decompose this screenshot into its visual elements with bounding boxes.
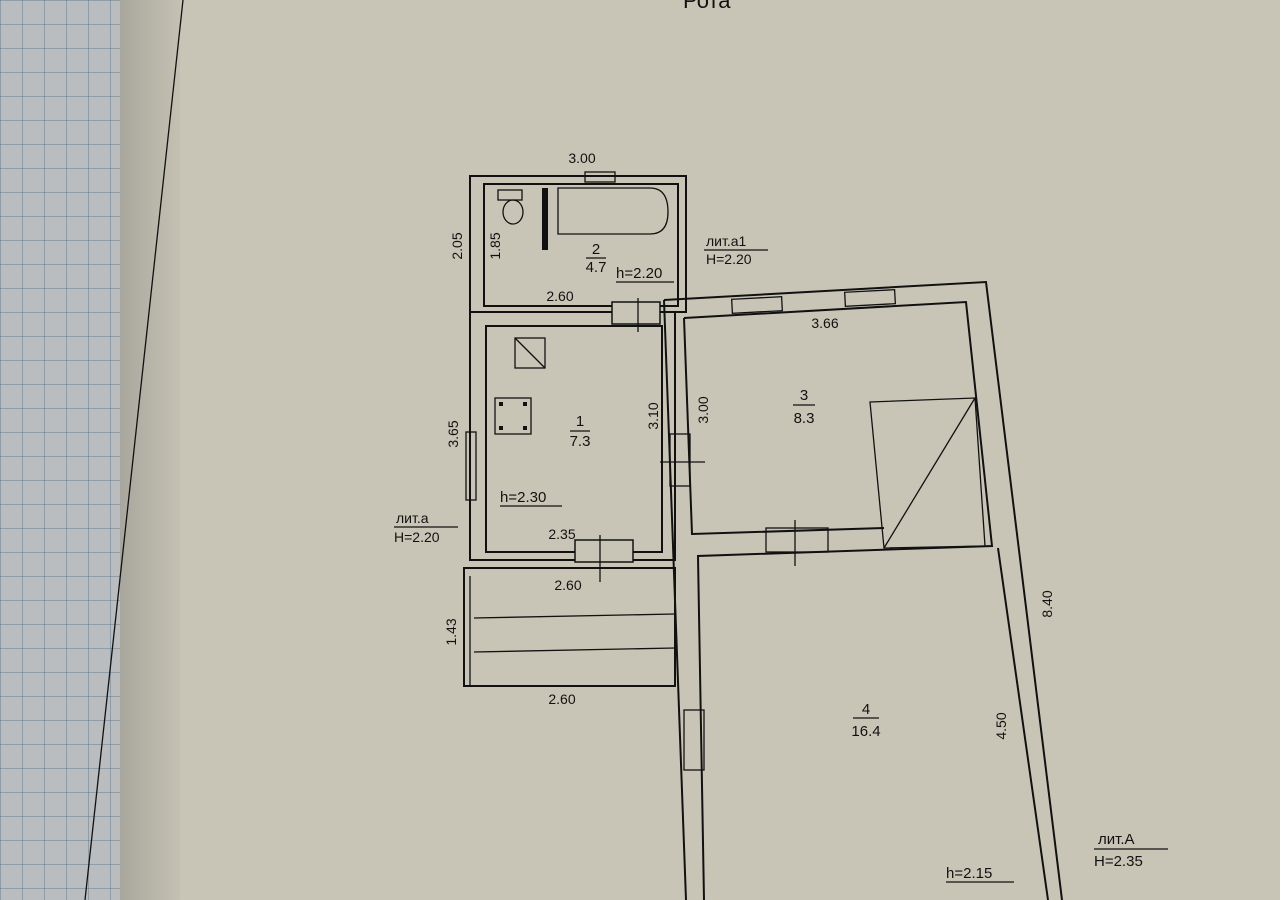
room4-right-wall	[997, 547, 1049, 900]
room-3-area: 8.3	[794, 410, 815, 427]
liter-a1-name: лит.а1	[706, 233, 747, 249]
room-4-height: h=2.15	[946, 865, 992, 882]
room3-inner-wall	[683, 317, 885, 536]
bath-window	[584, 171, 616, 183]
bathtub-icon	[557, 187, 669, 235]
room-2-number: 2	[592, 241, 600, 258]
liter-a1-note: лит.а1 H=2.20	[704, 233, 768, 267]
boiler-icon	[514, 337, 546, 369]
bath-door	[611, 301, 661, 325]
room4-window	[683, 709, 705, 771]
dim-room4-depth: 4.50	[993, 712, 1009, 739]
room-2-height: h=2.20	[616, 265, 662, 282]
header-title-fragment: Рота	[683, 0, 731, 13]
toilet-icon	[497, 189, 524, 225]
main-inner-wall	[683, 300, 994, 900]
dim-porch-width-top: 2.60	[554, 577, 581, 593]
door-room1-room3	[669, 433, 691, 487]
room-1-number: 1	[576, 413, 584, 430]
dim-room3-depth: 3.00	[695, 396, 711, 423]
liter-A-name: лит.А	[1098, 831, 1135, 848]
dim-room1-inner: 3.10	[645, 402, 661, 429]
room3-window-2	[843, 289, 897, 307]
room-4-label: 4 16.4 h=2.15	[851, 701, 1014, 883]
dim-bath-width: 2.60	[546, 288, 573, 304]
liter-A-note: лит.А H=2.35	[1094, 831, 1168, 870]
room1-door	[574, 539, 634, 563]
room-1-label: 1 7.3 h=2.30	[500, 413, 591, 507]
main-outer-wall-left	[663, 299, 687, 900]
room-4-area: 16.4	[851, 723, 880, 740]
door-room3-room4	[765, 527, 829, 553]
room-2-area: 4.7	[586, 259, 607, 276]
liter-a-note: лит.а H=2.20	[394, 510, 458, 545]
annex-a	[463, 298, 676, 687]
bath-partition	[542, 188, 548, 250]
dim-porch-depth: 1.43	[443, 618, 459, 645]
dim-top-a1: 3.00	[568, 150, 595, 166]
room-3-number: 3	[800, 387, 808, 404]
liter-A-height: H=2.35	[1094, 853, 1143, 870]
dim-porch-width-bottom: 2.60	[548, 691, 575, 707]
liter-a1-height: H=2.20	[706, 251, 752, 267]
liter-a-name: лит.а	[396, 510, 429, 526]
dim-room3-width: 3.66	[811, 315, 838, 331]
room-1-area: 7.3	[570, 433, 591, 450]
room-2-label: 2 4.7 h=2.20	[586, 241, 674, 283]
main-outer-wall-right	[663, 280, 1063, 900]
main-house	[660, 280, 1063, 900]
dimensions: 3.00 2.05 1.85 2.60 3.65 3.10 2.35 2.60 …	[443, 150, 1055, 740]
page-frame-line	[84, 0, 184, 900]
room1-window	[465, 431, 477, 501]
page-fold-shadow	[120, 0, 180, 900]
dim-main-length: 8.40	[1039, 590, 1055, 617]
dim-bath-depth: 1.85	[487, 232, 503, 259]
room-1-height: h=2.30	[500, 489, 546, 506]
dim-left-a1: 2.05	[449, 232, 465, 259]
stove-icon	[494, 397, 532, 435]
liter-a-height: H=2.20	[394, 529, 440, 545]
room1-inner-wall	[485, 325, 663, 553]
room1-outer-wall	[469, 311, 676, 561]
room3-window-1	[730, 296, 784, 314]
dim-room1-height: 3.65	[445, 420, 461, 447]
room-4-number: 4	[862, 701, 870, 718]
annex-a1	[469, 171, 687, 313]
annex-a1-inner-wall	[483, 183, 679, 307]
room-3-label: 3 8.3	[793, 387, 815, 427]
dim-room1-width: 2.35	[548, 526, 575, 542]
staircase-icon	[869, 397, 986, 549]
